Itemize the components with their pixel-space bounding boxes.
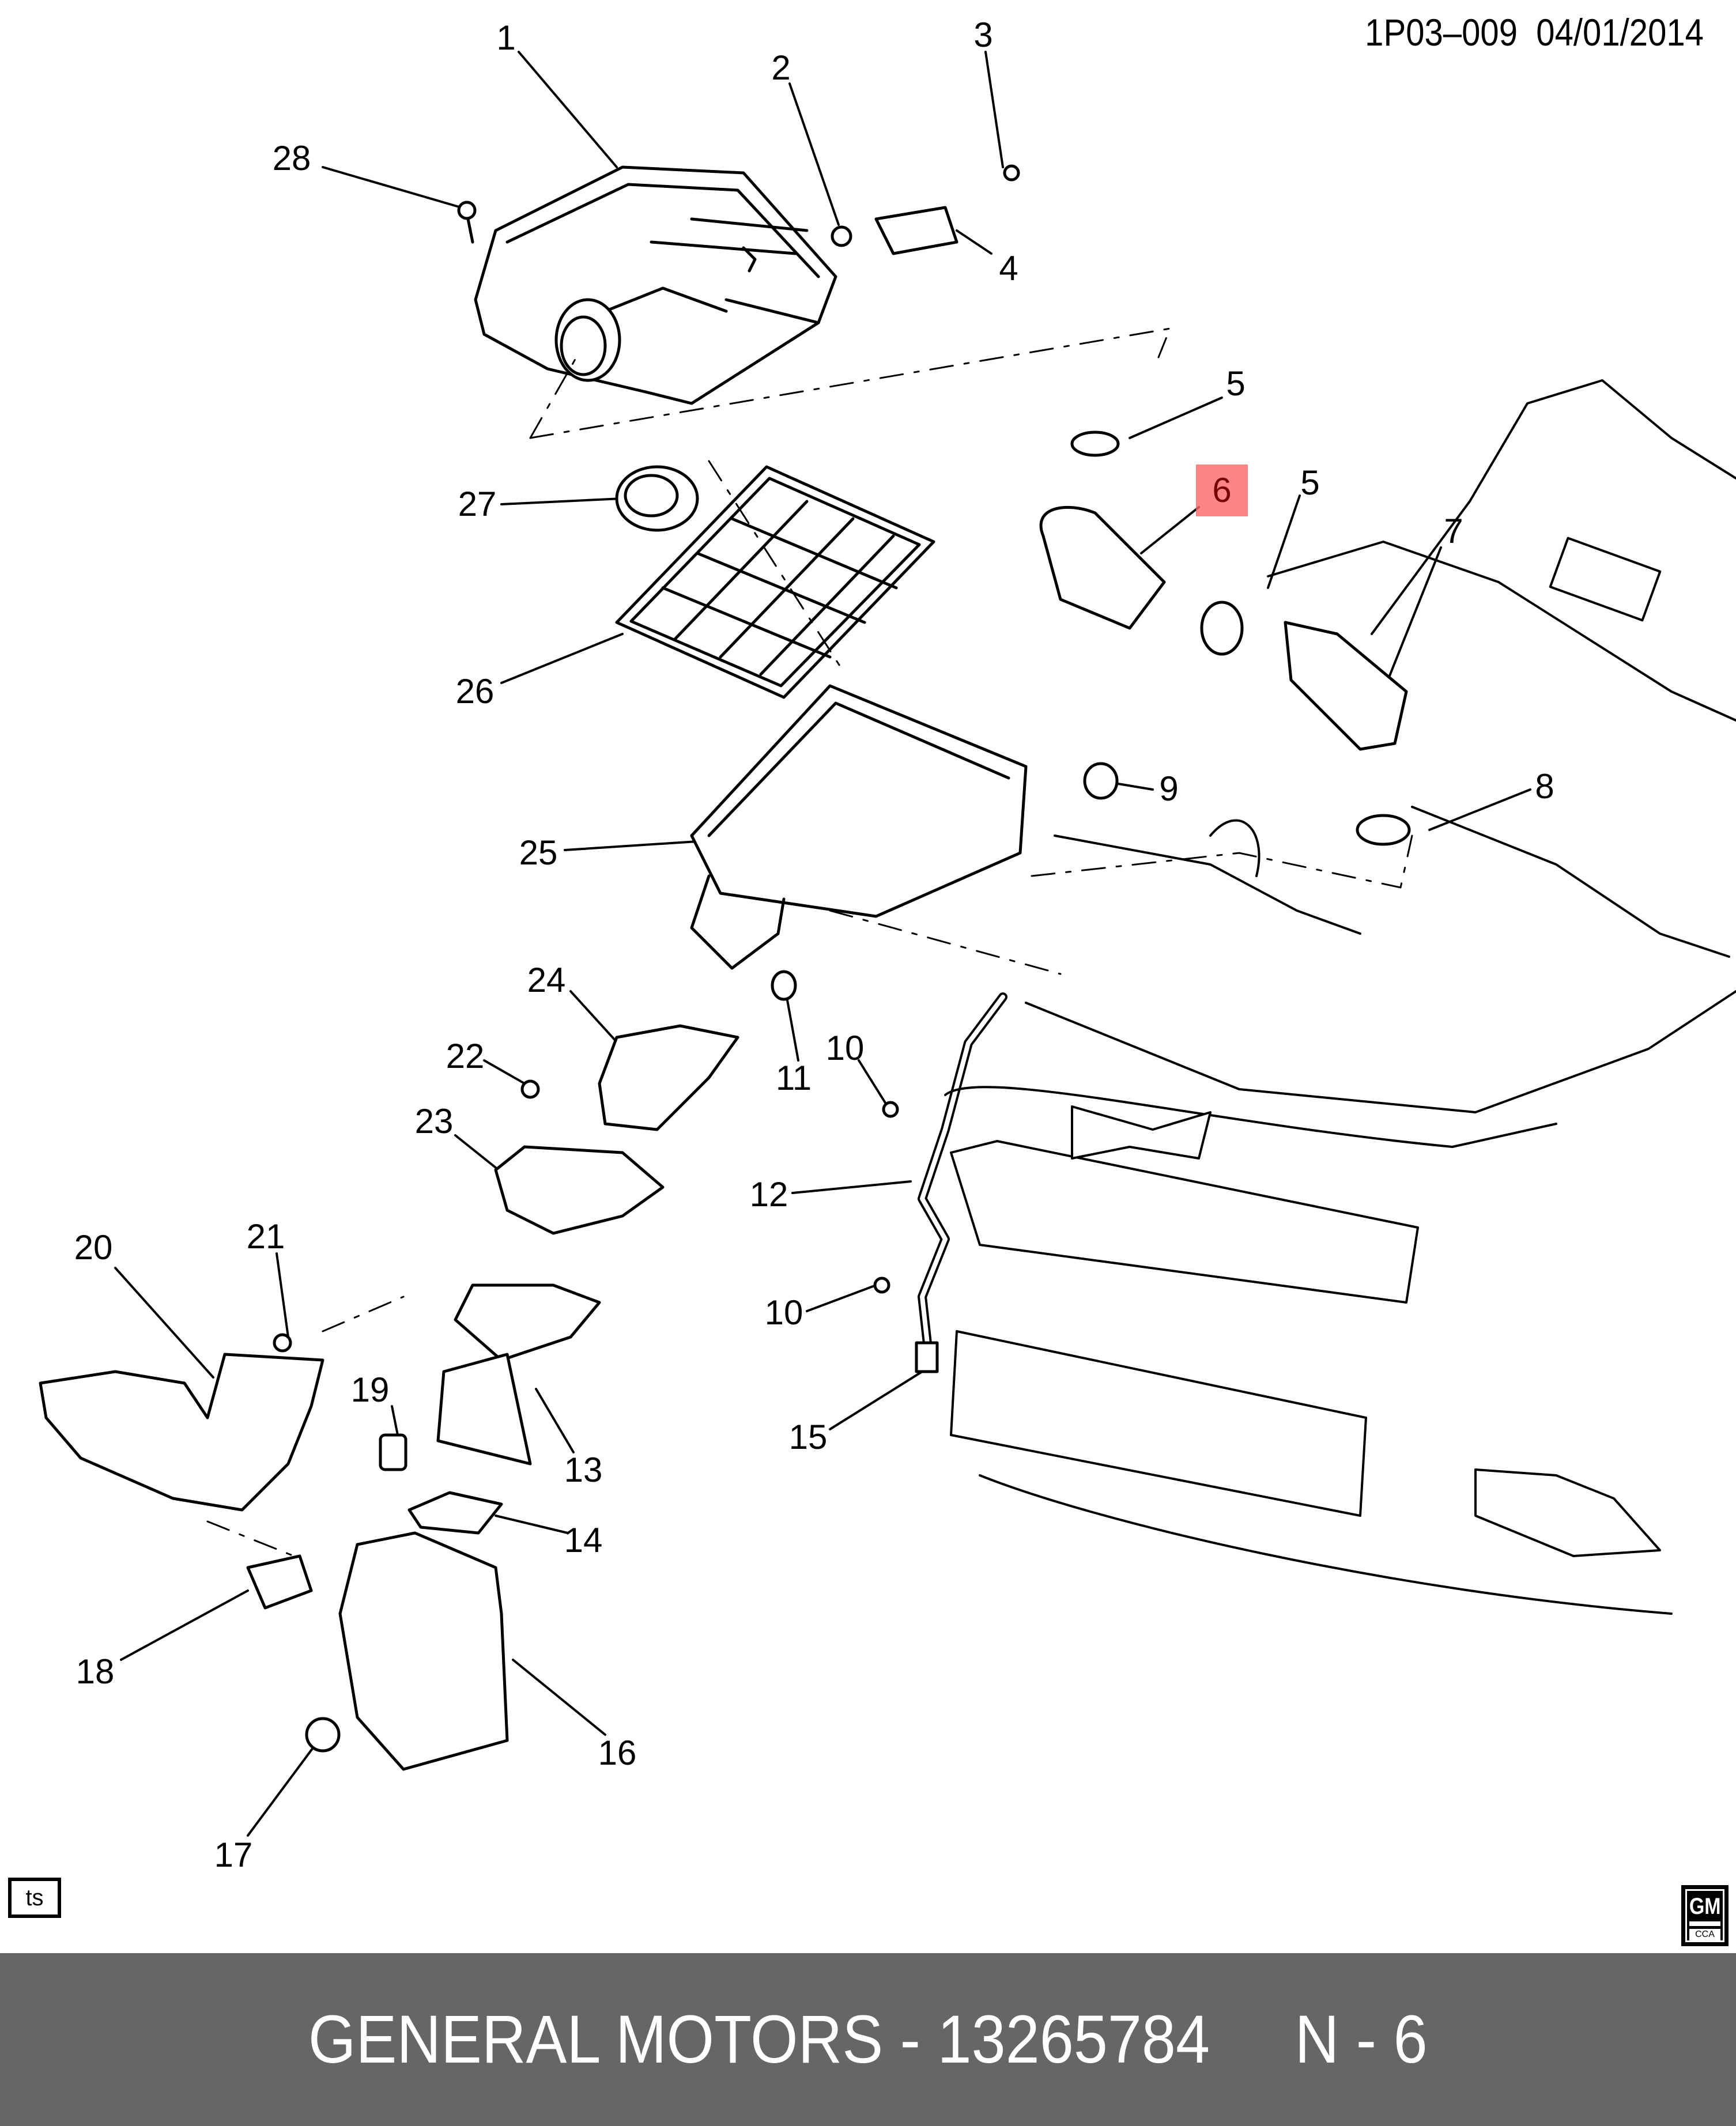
part-air-cleaner-housing xyxy=(690,684,1028,970)
callout-23[interactable]: 23 xyxy=(414,1102,454,1141)
callout-17[interactable]: 17 xyxy=(214,1836,253,1874)
callout-5-upper[interactable]: 5 xyxy=(1226,364,1246,403)
gm-logo-brand: GM xyxy=(1689,1894,1721,1919)
callout-5-lower[interactable]: 5 xyxy=(1300,463,1320,502)
part-adapter xyxy=(615,465,699,532)
callout-10-lower[interactable]: 10 xyxy=(764,1293,803,1332)
callout-26[interactable]: 26 xyxy=(455,672,495,711)
leader-lines xyxy=(114,51,1531,1837)
diagram-code: 1P03–009 xyxy=(1365,11,1518,54)
exploded-view-drawing xyxy=(39,51,1736,1837)
callout-28[interactable]: 28 xyxy=(272,139,311,178)
part-snorkel xyxy=(39,1353,324,1512)
callout-24[interactable]: 24 xyxy=(527,961,566,999)
part-ducts xyxy=(407,1024,739,1535)
part-resonator xyxy=(246,1433,509,1771)
diagram-date: 04/01/2014 xyxy=(1536,11,1704,54)
callout-19[interactable]: 19 xyxy=(350,1370,390,1409)
parts-diagram: 1P03–009 04/01/2014 1 2 3 4 28 5 6 5 7 2… xyxy=(8,10,1736,1946)
callout-1[interactable]: 1 xyxy=(496,18,516,57)
ts-badge: ts xyxy=(8,1878,61,1918)
footer-part-number: GENERAL MOTORS - 13265784 N - 6 xyxy=(308,2002,1428,2078)
callout-16[interactable]: 16 xyxy=(598,1734,637,1772)
part-air-cleaner-cover xyxy=(474,165,837,405)
part-air-filter xyxy=(615,465,935,699)
callout-11[interactable]: 11 xyxy=(775,1059,812,1097)
callout-7[interactable]: 7 xyxy=(1444,512,1463,550)
diagram-reference: 1P03–009 04/01/2014 xyxy=(1365,10,1704,54)
callout-8[interactable]: 8 xyxy=(1535,767,1554,806)
callout-2[interactable]: 2 xyxy=(771,48,791,87)
callout-3[interactable]: 3 xyxy=(973,16,993,54)
callout-21[interactable]: 21 xyxy=(246,1217,285,1256)
gm-logo: GM CCA xyxy=(1681,1885,1729,1946)
callout-22[interactable]: 22 xyxy=(446,1037,485,1075)
fasteners xyxy=(273,164,1020,1353)
callout-25[interactable]: 25 xyxy=(519,833,558,872)
callout-4[interactable]: 4 xyxy=(999,249,1018,288)
part-hoses-and-clamps xyxy=(771,431,1411,1373)
vehicle-front-end xyxy=(944,379,1736,1615)
callout-27[interactable]: 27 xyxy=(458,485,497,523)
callout-20[interactable]: 20 xyxy=(74,1228,113,1267)
callout-18[interactable]: 18 xyxy=(76,1652,115,1691)
callout-14[interactable]: 14 xyxy=(564,1521,603,1559)
callout-12[interactable]: 12 xyxy=(749,1175,788,1214)
gm-logo-bar xyxy=(1689,1921,1720,1926)
callout-15[interactable]: 15 xyxy=(788,1418,828,1456)
gm-logo-sub: CCA xyxy=(1689,1929,1720,1940)
ts-badge-text: ts xyxy=(25,1885,44,1910)
alignment-lines xyxy=(206,327,1413,1557)
callout-9[interactable]: 9 xyxy=(1159,769,1179,808)
callout-6-highlighted[interactable]: 6 xyxy=(1196,465,1248,516)
footer-banner: GENERAL MOTORS - 13265784 N - 6 xyxy=(0,1953,1736,2126)
callout-10-upper[interactable]: 10 xyxy=(825,1029,865,1067)
callout-13[interactable]: 13 xyxy=(564,1451,603,1489)
